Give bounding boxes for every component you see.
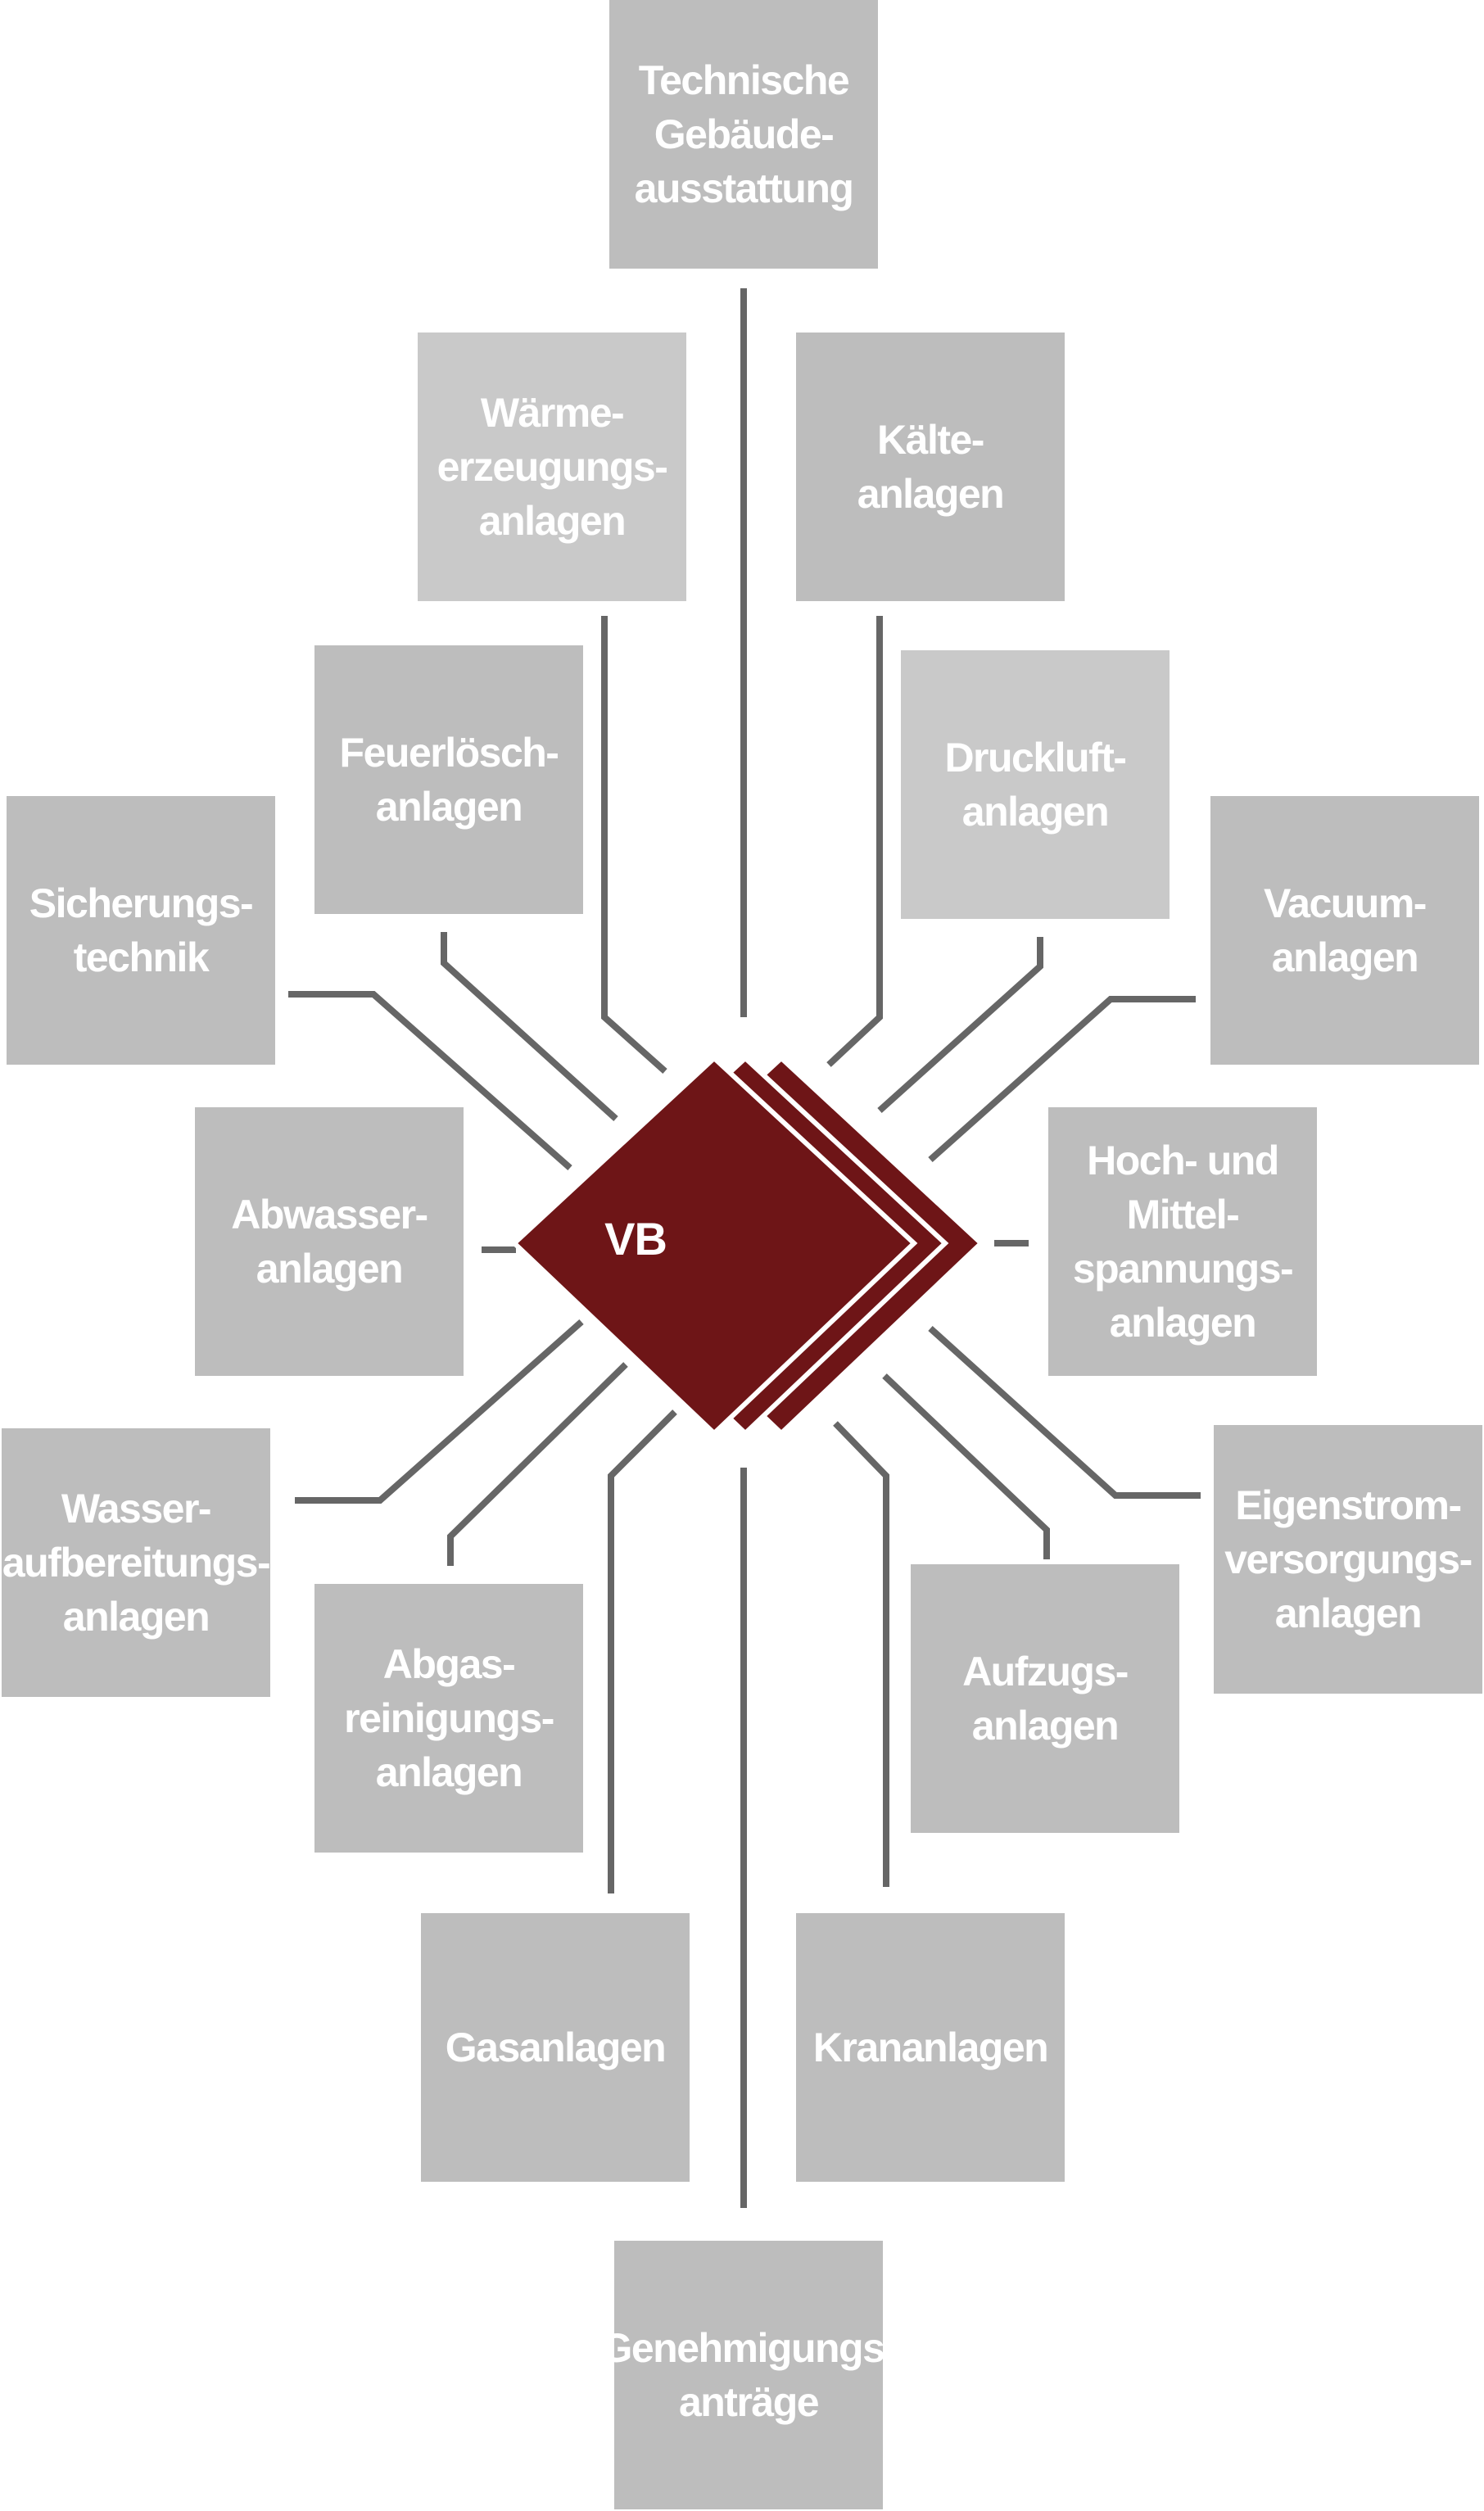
connector-vacuumanlagen: [928, 996, 1196, 1162]
connector-eigenstromversorgungsanlagen: [928, 1326, 1201, 1499]
node-label: Kälte- anlagen: [857, 417, 1005, 517]
connector-feuerloeschanlagen: [441, 932, 618, 1121]
node-label: Gasanlagen: [445, 2025, 667, 2070]
node-vacuumanlagen: Vacuum- anlagen: [1210, 796, 1479, 1065]
node-abgasreinigungsanlagen: Abgas- reinigungs- anlagen: [314, 1584, 583, 1853]
node-feuerloeschanlagen: Feuerlösch- anlagen: [314, 645, 583, 914]
connector-druckluftanlagen: [877, 937, 1043, 1113]
connector-abgasreinigungsanlagen: [447, 1362, 628, 1566]
node-wasseraufbereitungsanlagen: Wasser- aufbereitungs- anlagen: [2, 1428, 271, 1697]
node-label: Abgas- reinigungs- anlagen: [344, 1641, 554, 1795]
connector-gasanlagen: [608, 1409, 677, 1893]
connector-krananlagen: [833, 1421, 889, 1887]
node-druckluftanlagen: Druckluft- anlagen: [901, 650, 1170, 919]
node-label: Wärme- erzeugungs- anlagen: [437, 390, 668, 544]
node-waermeerzeugungsanlagen: Wärme- erzeugungs- anlagen: [418, 333, 686, 601]
node-label: Aufzugs- anlagen: [962, 1649, 1129, 1749]
node-abwasseranlagen: Abwasser- anlagen: [195, 1107, 464, 1376]
node-label: Vacuum- anlagen: [1264, 880, 1427, 980]
connector-waermeerzeugungsanlagen: [601, 616, 667, 1074]
node-label: Technische Gebäude- ausstattung: [634, 57, 854, 211]
node-sicherungstechnik: Sicherungs- technik: [7, 796, 275, 1065]
center-diamond: [510, 1054, 985, 1437]
node-label: Abwasser- anlagen: [231, 1192, 428, 1292]
node-label: Genehmigungs- anträge: [600, 2325, 898, 2425]
node-label: Hoch- und Mittel- spannungs- anlagen: [1072, 1138, 1294, 1346]
node-kaelteanlagen: Kälte- anlagen: [796, 333, 1065, 601]
node-label: Wasser- aufbereitungs- anlagen: [2, 1486, 271, 1640]
connector-wasseraufbereitungsanlagen: [295, 1319, 584, 1504]
node-hoch-und-mittelspannungsanlagen: Hoch- und Mittel- spannungs- anlagen: [1048, 1107, 1317, 1376]
node-label: Sicherungs- technik: [29, 880, 254, 980]
node-aufzugsanlagen: Aufzugs- anlagen: [911, 1564, 1179, 1833]
connector-kaelteanlagen: [826, 616, 883, 1067]
node-label: Eigenstrom- versorgungs- anlagen: [1224, 1482, 1473, 1636]
center-label: VB: [604, 1212, 667, 1265]
connector-aufzugsanlagen: [882, 1373, 1050, 1559]
node-label: Druckluft- anlagen: [944, 735, 1127, 835]
connector-sicherungstechnik: [288, 991, 572, 1170]
node-krananlagen: Krananlagen: [796, 1913, 1065, 2182]
node-label: Krananlagen: [812, 2025, 1049, 2070]
node-gasanlagen: Gasanlagen: [421, 1913, 690, 2182]
node-eigenstromversorgungsanlagen: Eigenstrom- versorgungs- anlagen: [1214, 1425, 1482, 1694]
node-label: Feuerlösch- anlagen: [339, 730, 559, 830]
node-genehmigungsantraege: Genehmigungs- anträge: [600, 2241, 898, 2509]
node-technische-gebaeudeausstattung: Technische Gebäude- ausstattung: [609, 0, 878, 269]
